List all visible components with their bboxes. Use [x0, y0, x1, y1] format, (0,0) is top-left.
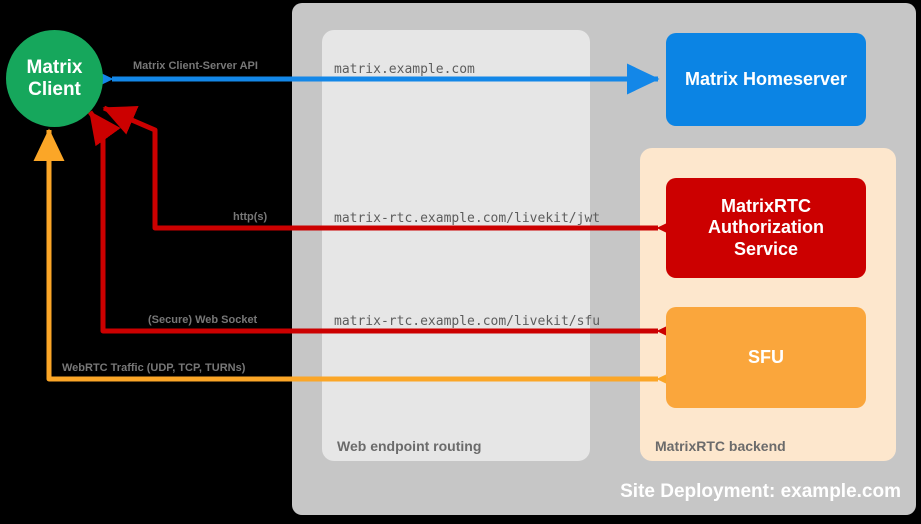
edge-label-webrtc-traffic: WebRTC Traffic (UDP, TCP, TURNs) — [62, 362, 246, 374]
auth-service-label-line2: Authorization — [708, 217, 824, 238]
node-matrix-homeserver[interactable]: Matrix Homeserver — [666, 33, 866, 126]
edge-label-websocket: (Secure) Web Socket — [148, 314, 258, 326]
node-matrix-client[interactable]: Matrix Client — [6, 30, 103, 127]
web-endpoint-routing-caption: Web endpoint routing — [337, 438, 482, 454]
site-deployment-title: Site Deployment: example.com — [620, 481, 901, 502]
matrix-homeserver-label: Matrix Homeserver — [684, 68, 848, 89]
edge-label-client-server-api: Matrix Client-Server API — [133, 60, 258, 72]
matrix-client-label-line2: Client — [28, 78, 81, 100]
matrix-client-label-line1: Matrix — [26, 57, 83, 79]
matrixrtc-backend-caption: MatrixRTC backend — [655, 438, 786, 454]
auth-service-label-line1: MatrixRTC — [720, 195, 811, 216]
node-sfu[interactable]: SFU — [666, 307, 866, 408]
edge-https-auth-service — [102, 105, 689, 244]
auth-service-label-line3: Service — [733, 238, 799, 259]
node-matrixrtc-authorization-service[interactable]: MatrixRTC Authorization Service — [666, 178, 866, 278]
edge-label-https: http(s) — [233, 211, 268, 223]
edge-webrtc-traffic-sfu — [33, 128, 689, 395]
sfu-label: SFU — [748, 346, 784, 367]
endpoint-livekit-jwt: matrix-rtc.example.com/livekit/jwt — [334, 211, 601, 226]
endpoint-livekit-sfu: matrix-rtc.example.com/livekit/sfu — [334, 314, 601, 329]
endpoint-matrix-example-com: matrix.example.com — [334, 62, 475, 77]
